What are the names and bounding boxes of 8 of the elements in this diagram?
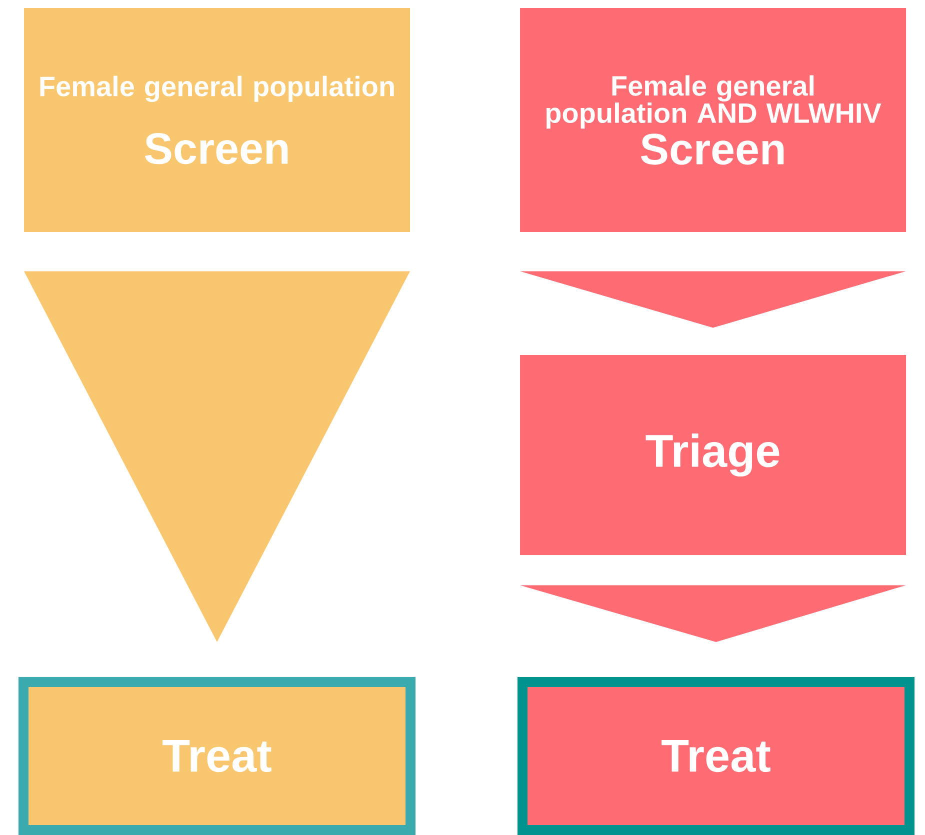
arrow (24, 271, 410, 642)
process-box: Triage (520, 355, 906, 555)
arrow (520, 271, 906, 328)
process-box: Treat (18, 677, 416, 835)
arrow (520, 585, 906, 642)
process-box: Female general population AND WLWHIV Screen (520, 8, 906, 232)
process-box: Treat (518, 677, 915, 835)
process-box: Female general population Screen (24, 8, 410, 232)
